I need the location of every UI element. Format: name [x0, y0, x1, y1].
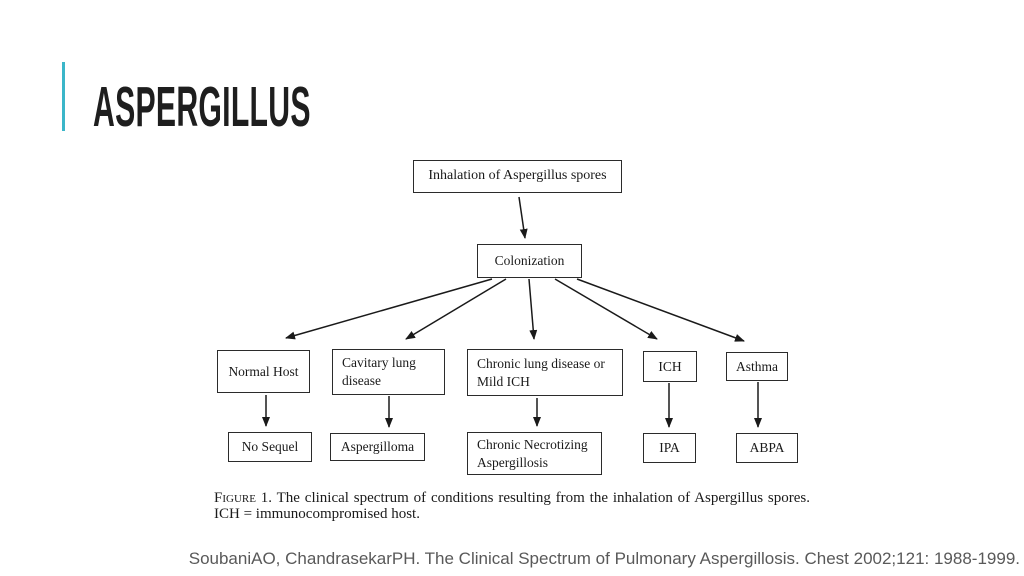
figure-caption-label: Figure 1.: [214, 490, 273, 506]
node-ich: ICH: [643, 351, 697, 382]
figure-caption-text: The clinical spectrum of conditions resu…: [214, 490, 811, 523]
title-accent-bar: [62, 62, 65, 131]
node-aspergilloma: Aspergilloma: [330, 433, 425, 461]
node-ipa: IPA: [643, 433, 696, 463]
node-chronic-lung-disease-or-mild-ich: Chronic lung disease or Mild ICH: [467, 349, 623, 396]
node-no-sequel: No Sequel: [228, 432, 312, 462]
citation-text: SoubaniAO, ChandrasekarPH. The Clinical …: [188, 549, 1020, 568]
node-normal-host: Normal Host: [217, 350, 310, 393]
node-inhalation-of-spores: Inhalation of Aspergillus spores: [413, 160, 622, 193]
page-title: ASPERGILLUS: [93, 75, 311, 139]
node-cavitary-lung-disease: Cavitary lung disease: [332, 349, 445, 395]
node-chronic-necrotizing-aspergillosis: Chronic Necrotizing Aspergillosis: [467, 432, 602, 475]
node-abpa: ABPA: [736, 433, 798, 463]
figure-caption: Figure 1. The clinical spectrum of condi…: [214, 490, 810, 522]
node-colonization: Colonization: [477, 244, 582, 278]
node-asthma: Asthma: [726, 352, 788, 381]
